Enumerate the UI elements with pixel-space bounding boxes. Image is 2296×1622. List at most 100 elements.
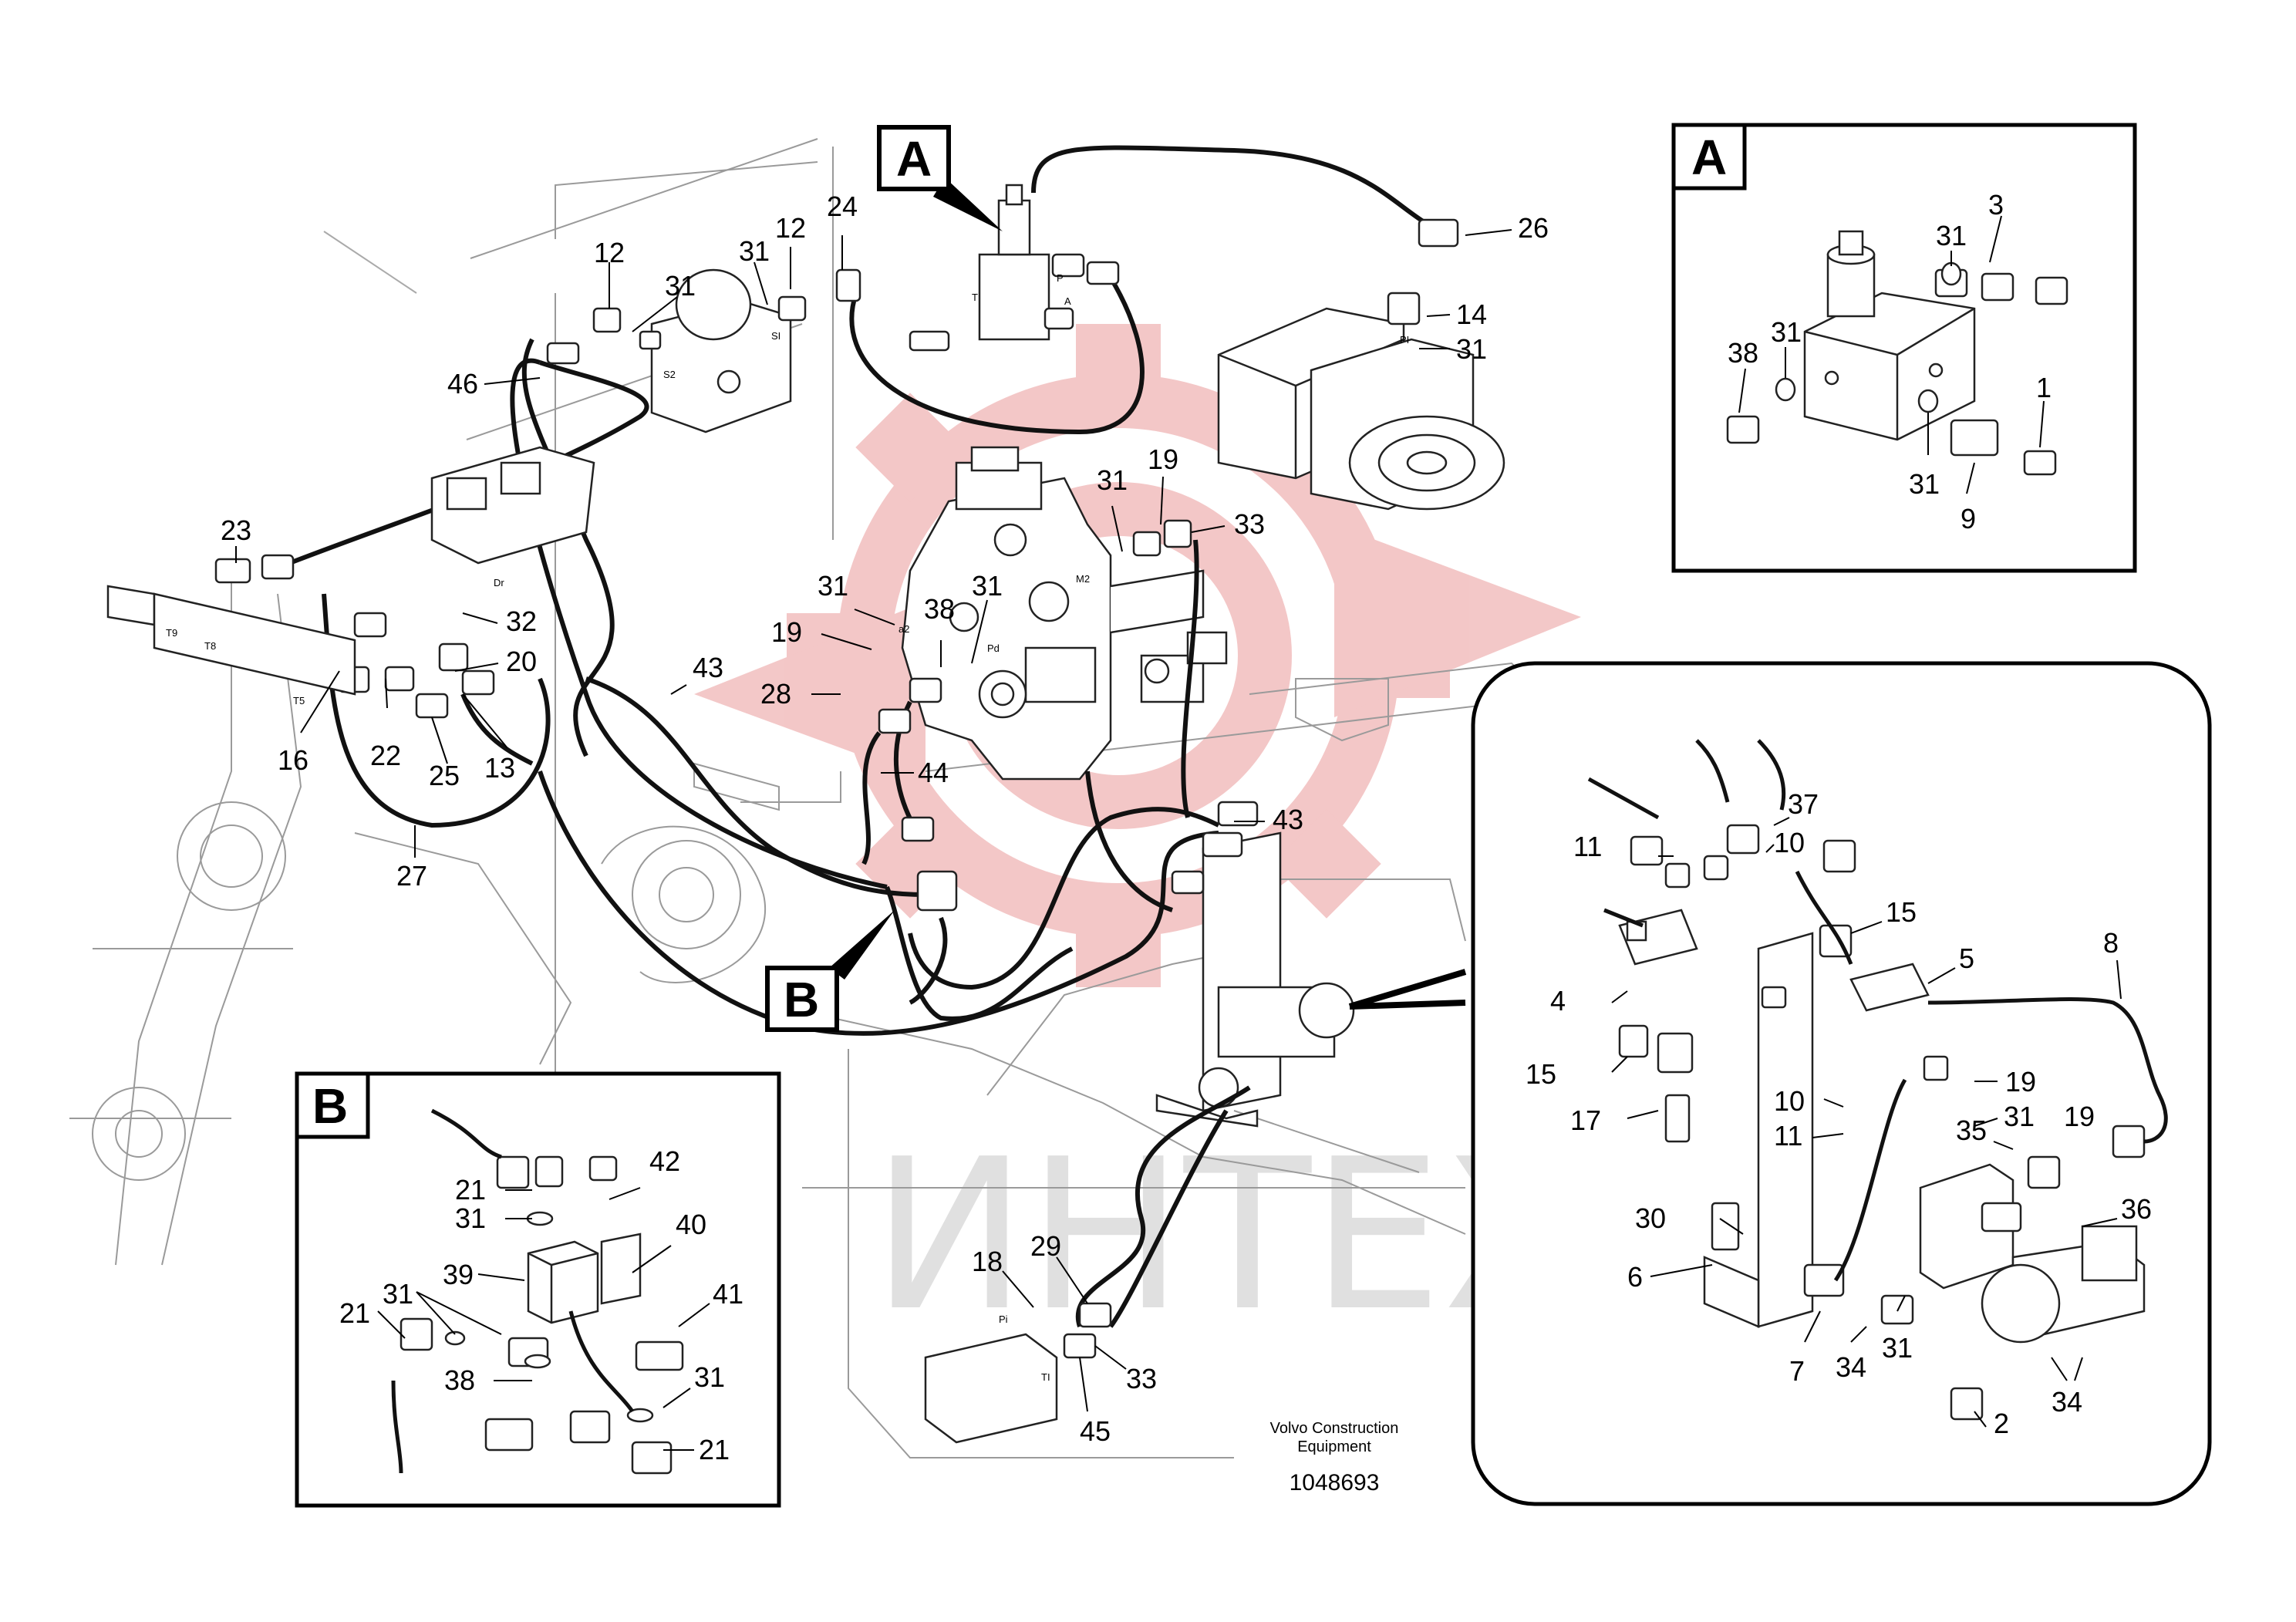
footer-company-line2: Equipment [1297, 1438, 1371, 1455]
port-label-a: A [1064, 295, 1071, 307]
solenoid-valve-top [978, 184, 1050, 341]
callout-16: 16 [278, 744, 308, 776]
detail-b-inset: B [295, 1071, 781, 1508]
b-callout-21-left: 21 [339, 1297, 370, 1329]
callout-29: 29 [1030, 1230, 1061, 1262]
callout-44: 44 [918, 757, 949, 788]
a-callout-9: 9 [1961, 503, 1976, 534]
callout-33-bottom: 33 [1126, 1363, 1157, 1394]
a-callout-38: 38 [1728, 337, 1758, 369]
c-callout-10-mid: 10 [1774, 1085, 1805, 1117]
callout-31-left: 31 [665, 270, 696, 302]
a-callout-3: 3 [1988, 189, 2004, 221]
callout-26: 26 [1518, 212, 1549, 244]
c-callout-15-left: 15 [1526, 1058, 1556, 1090]
b-callout-38: 38 [444, 1364, 475, 1396]
callout-38: 38 [924, 593, 955, 625]
leader-lines [235, 229, 1512, 1412]
port-label-a2: a2 [899, 623, 909, 635]
b-callout-31-right: 31 [694, 1361, 725, 1393]
detail-a-letter: A [1691, 130, 1727, 185]
callout-19-top: 19 [1148, 443, 1178, 475]
c-callout-31-mid: 31 [2004, 1101, 2035, 1132]
port-labels: T P A SI S2 PI M2 Pd a2 T9 T8 T5 Dr Pi T… [166, 272, 1409, 1383]
detail-b-letter: B [312, 1078, 348, 1134]
c-callout-30: 30 [1635, 1202, 1666, 1234]
machine-frame-outline [69, 138, 1543, 1458]
hydraulic-pump [1217, 307, 1505, 511]
callout-46: 46 [447, 368, 478, 400]
callout-28: 28 [760, 678, 791, 710]
detail-a-inset: A 3 31 38 31 1 31 [1671, 123, 2137, 573]
detail-c-plate [1618, 824, 2146, 1421]
callout-43-left: 43 [693, 652, 723, 683]
port-label-si: SI [771, 330, 781, 342]
c-callout-19-right: 19 [2064, 1101, 2095, 1132]
c-callout-5: 5 [1959, 943, 1974, 974]
b-callout-41: 41 [713, 1278, 743, 1310]
main-callouts: 12 31 31 12 24 46 26 14 31 23 31 19 33 3… [221, 191, 1549, 1447]
callout-27: 27 [396, 860, 427, 892]
main-control-valve [901, 446, 1228, 781]
callout-13: 13 [484, 752, 515, 784]
manifold-bracket [1155, 831, 1355, 1128]
detail-b-leaders [377, 1187, 710, 1451]
watermark-text: ИНТЕХ [872, 1114, 1586, 1357]
c-callout-35: 35 [1956, 1114, 1987, 1146]
detail-c-leaders [1611, 817, 2122, 1428]
b-callout-39: 39 [443, 1259, 474, 1290]
c-callout-34-right: 34 [2052, 1386, 2082, 1418]
callout-31-pump: 31 [1456, 333, 1487, 365]
b-callout-21-top: 21 [455, 1174, 486, 1206]
callout-31-accum: 31 [739, 235, 770, 267]
port-label-pi: PI [1400, 334, 1409, 346]
callout-31-valve-top: 31 [1097, 464, 1128, 496]
c-callout-7: 7 [1789, 1355, 1805, 1387]
callout-32: 32 [506, 605, 537, 637]
callout-31-valve-left: 31 [818, 570, 848, 602]
c-callout-34-left: 34 [1836, 1351, 1866, 1383]
c-callout-8: 8 [2103, 927, 2119, 959]
callout-20: 20 [506, 646, 537, 677]
port-label-pd: Pd [987, 642, 1000, 654]
c-callout-17: 17 [1570, 1104, 1601, 1136]
footer-company-line1: Volvo Construction [1270, 1420, 1399, 1437]
left-port-manifold [106, 446, 595, 696]
port-label-ti: TI [1041, 1371, 1050, 1383]
detail-a-valve [1726, 230, 2068, 476]
port-label-t: T [972, 292, 978, 303]
c-callout-31-bottom: 31 [1882, 1332, 1913, 1364]
callout-12-left: 12 [594, 237, 625, 268]
callout-31-valve-mid: 31 [972, 570, 1003, 602]
port-label-m2: M2 [1076, 573, 1090, 585]
detail-b-hoses [391, 1108, 635, 1474]
callout-12-right: 12 [775, 212, 806, 244]
callout-43-right: 43 [1273, 804, 1303, 835]
a-callout-31-bottom: 31 [1909, 468, 1940, 500]
callout-25: 25 [429, 760, 460, 791]
c-callout-4: 4 [1550, 985, 1566, 1017]
detail-c-hoses [1587, 739, 2168, 1282]
flag-a: A [877, 125, 1003, 231]
port-label-t5: T5 [293, 695, 305, 706]
pilot-block-bottom [924, 1333, 1058, 1444]
detail-b-parts [400, 1155, 684, 1475]
port-label-p: P [1057, 272, 1064, 284]
c-callout-2: 2 [1994, 1408, 2009, 1439]
c-callout-36: 36 [2121, 1193, 2152, 1225]
c-callout-19-mid: 19 [2005, 1066, 2036, 1098]
callout-22: 22 [370, 740, 401, 771]
b-callout-31-left: 31 [383, 1278, 413, 1310]
c-callout-11-mid: 11 [1774, 1120, 1802, 1152]
a-callout-1: 1 [2036, 372, 2052, 403]
b-callout-21-bottom: 21 [699, 1434, 730, 1465]
c-callout-11-top: 11 [1573, 831, 1602, 862]
port-label-s2: S2 [663, 369, 676, 380]
detail-a-leaders [1738, 215, 2045, 494]
b-callout-42: 42 [649, 1145, 680, 1177]
accumulator-block [650, 268, 792, 433]
callout-14: 14 [1456, 298, 1487, 330]
port-label-t9: T9 [166, 627, 177, 639]
b-callout-31-top: 31 [455, 1202, 486, 1234]
a-callout-31-top: 31 [1936, 220, 1967, 251]
